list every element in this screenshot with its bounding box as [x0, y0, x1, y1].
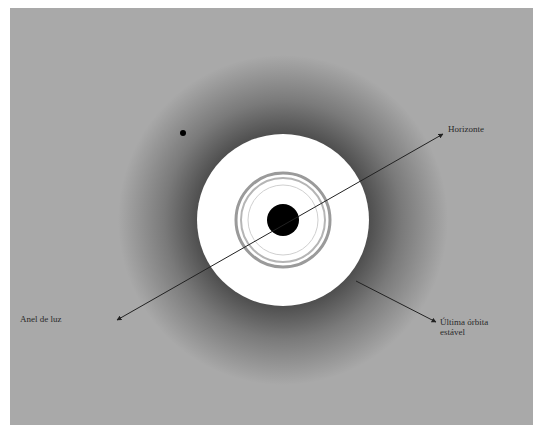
leader-line	[356, 281, 436, 322]
shadow-halo	[118, 55, 448, 385]
outer-ring	[236, 173, 330, 267]
callout-label: Anel de luz	[20, 314, 112, 324]
small-dot	[180, 130, 186, 136]
callout-label: Última órbita estável	[440, 317, 508, 338]
background-panel	[10, 8, 533, 425]
photon-ring	[241, 178, 325, 262]
accretion-disk	[197, 134, 369, 306]
leader-line	[117, 134, 443, 320]
callout-label: Horizonte	[448, 124, 528, 134]
inner-ring	[248, 185, 318, 255]
